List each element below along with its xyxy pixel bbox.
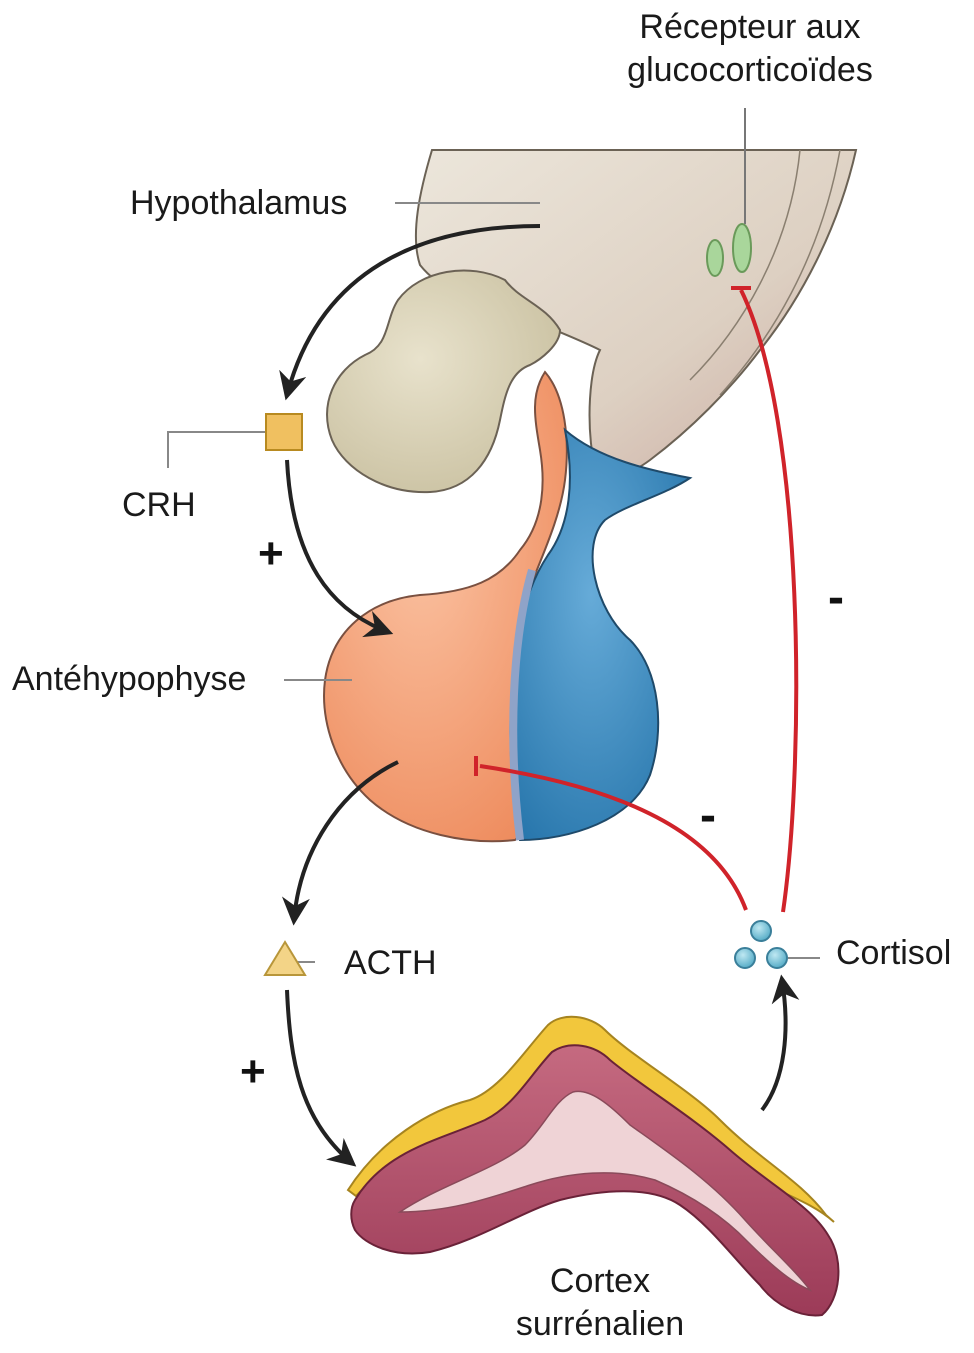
inhibition-cortisol-to-hypothalamus: [741, 290, 796, 912]
cortex-label: Cortex surrénalien: [490, 1260, 710, 1345]
receptor-label-line1: Récepteur aux: [615, 6, 885, 49]
median-eminence-lobe: [327, 270, 560, 492]
acth-triangle: [265, 942, 305, 975]
receptor-left: [707, 240, 723, 276]
cortisol-label: Cortisol: [836, 932, 951, 975]
plus-sign-acth: +: [240, 1050, 266, 1094]
cortisol-dot-1: [751, 921, 771, 941]
receptor-label-line2: glucocorticoïdes: [615, 49, 885, 92]
cortex-label-line1: Cortex: [490, 1260, 710, 1303]
acth-label: ACTH: [344, 942, 437, 985]
plus-sign-crh: +: [258, 532, 284, 576]
arrow-cortex-to-cortisol: [762, 980, 786, 1110]
antehypophyse-label: Antéhypophyse: [12, 658, 246, 701]
arrow-crh-to-pituitary: [287, 460, 388, 632]
minus-sign-pituitary: -: [700, 792, 716, 840]
cortisol-dot-3: [767, 948, 787, 968]
posterior-pituitary: [510, 430, 690, 840]
crh-label: CRH: [122, 484, 196, 527]
cortex-label-line2: surrénalien: [490, 1303, 710, 1346]
hypothalamus-label: Hypothalamus: [130, 182, 347, 225]
receptor-right: [733, 224, 751, 272]
crh-square: [266, 414, 302, 450]
arrow-acth-to-cortex: [287, 990, 352, 1163]
cortisol-dot-2: [735, 948, 755, 968]
crh-leader: [168, 432, 268, 468]
minus-sign-hypothalamus: -: [828, 574, 844, 622]
receptor-label: Récepteur aux glucocorticoïdes: [615, 6, 885, 91]
